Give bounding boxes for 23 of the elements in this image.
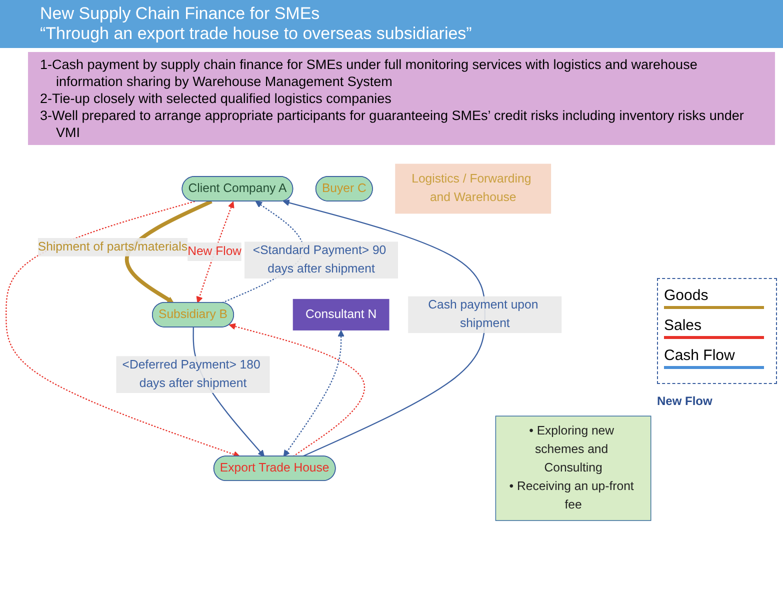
node-box: Consultant N	[292, 299, 390, 331]
arrow	[6, 201, 240, 458]
edge-label: Cash payment upon shipment	[428, 298, 538, 330]
flow-label: New Flow	[657, 394, 714, 408]
edge-label: Shipment of parts/materials	[38, 240, 188, 254]
arrow	[228, 323, 365, 458]
legend-label: Cash Flow	[664, 346, 736, 364]
arrow	[196, 202, 234, 304]
edge-label: <Deferred Payment> 180 days after shipment	[122, 358, 260, 390]
list-item: 3-Well prepared to arrange appropriate participants for guaranteeing SMEs’ credit risks including inventory risks under VMI	[40, 107, 745, 141]
list-item: 2-Tie-up closely with selected qualified logistics companies	[40, 90, 392, 107]
legend-label: Goods	[664, 286, 710, 304]
list-item: 1-Cash payment by supply chain finance for SMEs under full monitoring services with logistics and warehouse information sharing by Warehouse Management System	[40, 56, 698, 90]
arrow	[125, 200, 212, 304]
edge-label: New Flow	[188, 245, 242, 258]
arrow	[283, 330, 344, 457]
node-box: • Exploring new schemes and Consulting • Receiving an up-front fee	[495, 416, 652, 522]
title: New Supply Chain Finance for SMEs	[40, 4, 321, 24]
edge-label: <Standard Payment> 90 days after shipment	[252, 244, 386, 276]
node-box: Logistics / Forwarding and Warehouse	[395, 164, 552, 214]
legend-label: Sales	[664, 316, 703, 334]
arrow	[282, 200, 486, 458]
subtitle: “Through an export trade house to overseas subsidiaries”	[40, 24, 473, 44]
